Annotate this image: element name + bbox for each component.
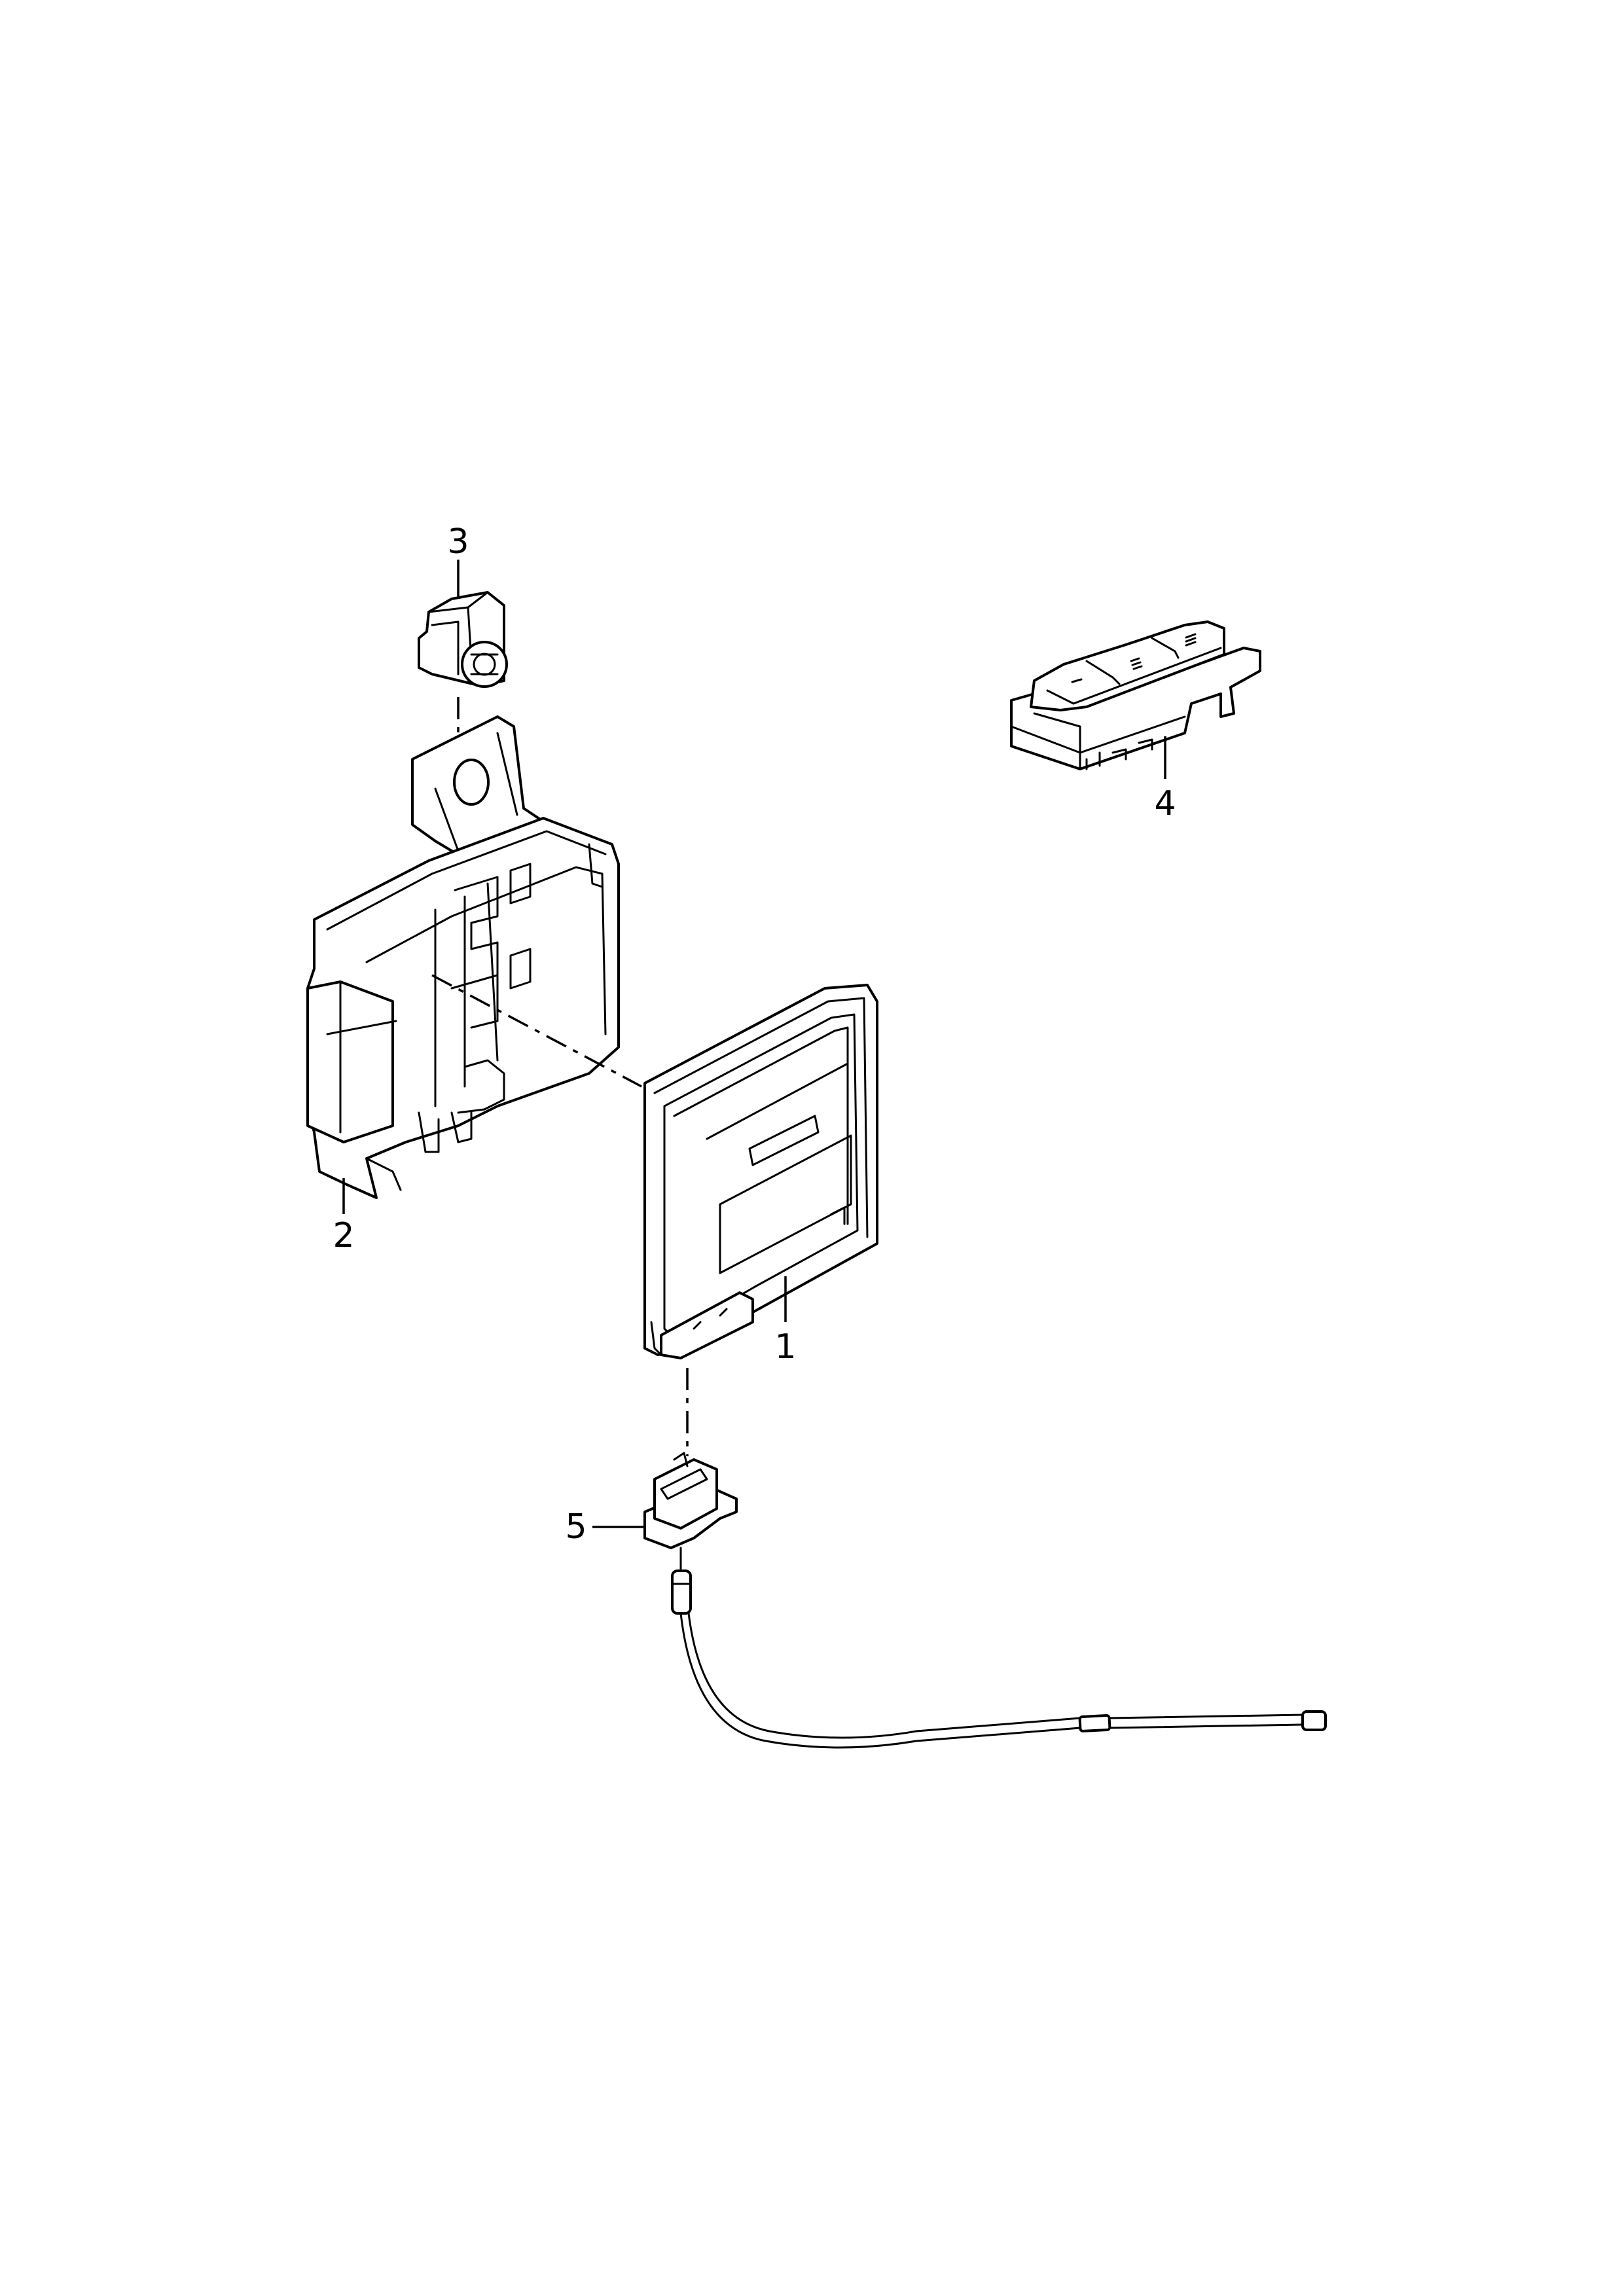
- callout-4: 4: [1154, 784, 1176, 823]
- part-1-control-unit[interactable]: [643, 984, 878, 1359]
- part-2-mounting-bracket[interactable]: [306, 715, 620, 1199]
- part-3-clip-with-bolt[interactable]: [418, 591, 508, 688]
- callout-5: 5: [565, 1507, 586, 1547]
- callout-3: 3: [447, 522, 469, 562]
- part-4-switch-module[interactable]: [1010, 620, 1261, 770]
- part-5-connector-cable[interactable]: [643, 1452, 1327, 1749]
- callout-2: 2: [333, 1216, 354, 1255]
- assembly-line-unit: [431, 974, 642, 1088]
- callout-1: 1: [774, 1327, 796, 1367]
- button-3-icon: [1185, 633, 1197, 647]
- button-1-icon: [1071, 678, 1083, 683]
- button-2-icon: [1130, 657, 1143, 670]
